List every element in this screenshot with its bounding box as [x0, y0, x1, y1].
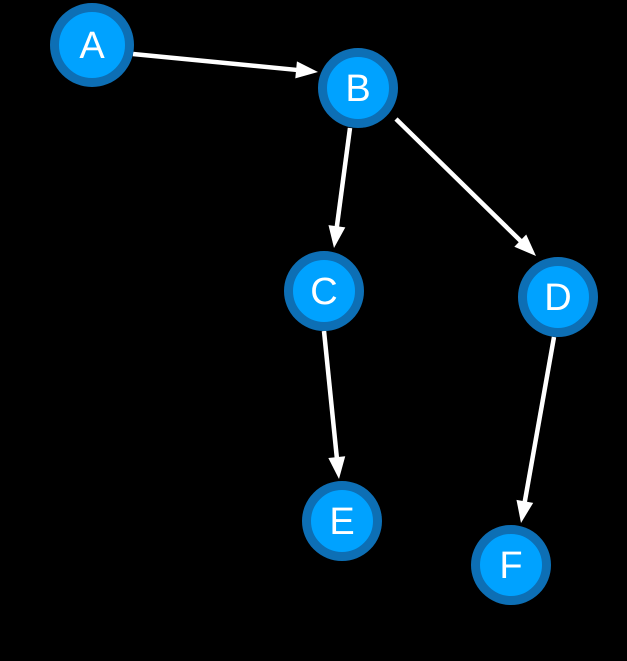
node-c[interactable]: C	[284, 251, 364, 331]
node-circle-c	[284, 251, 364, 331]
node-d[interactable]: D	[518, 257, 598, 337]
edge-d-f[interactable]	[516, 336, 557, 523]
nodes-layer: A B C D E F	[50, 3, 598, 605]
arrowhead-d-f-icon	[516, 499, 534, 523]
edge-line-b-d	[394, 117, 524, 244]
edges-layer	[132, 51, 557, 523]
edge-line-a-b	[132, 51, 299, 73]
edge-line-b-c	[334, 127, 353, 229]
node-circle-f	[471, 525, 551, 605]
node-a[interactable]: A	[50, 3, 134, 87]
edge-c-e[interactable]	[321, 330, 346, 479]
edge-line-d-f	[522, 336, 557, 504]
node-b[interactable]: B	[318, 48, 398, 128]
edge-line-c-e	[321, 330, 340, 460]
node-e[interactable]: E	[302, 481, 382, 561]
arrowhead-c-e-icon	[328, 456, 346, 479]
node-circle-e	[302, 481, 382, 561]
node-circle-d	[518, 257, 598, 337]
edge-a-b[interactable]	[132, 51, 318, 79]
arrowhead-b-c-icon	[328, 225, 346, 248]
arrowhead-b-d-icon	[514, 234, 536, 256]
node-f[interactable]: F	[471, 525, 551, 605]
edge-b-c[interactable]	[328, 127, 353, 248]
edge-b-d[interactable]	[394, 117, 536, 256]
node-circle-b	[318, 48, 398, 128]
node-circle-a	[50, 3, 134, 87]
arrowhead-a-b-icon	[295, 61, 318, 79]
